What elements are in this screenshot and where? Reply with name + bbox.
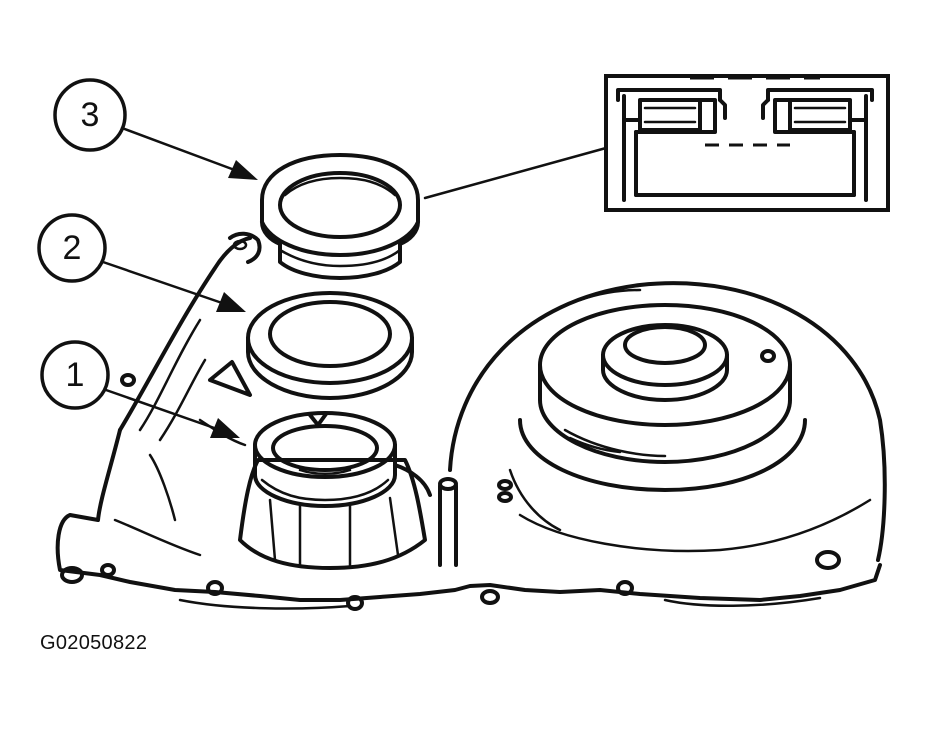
seal-bore-boss — [238, 458, 513, 570]
callout-3-label: 3 — [81, 96, 100, 134]
figure-id: G02050822 — [40, 632, 148, 654]
part-3-seal — [260, 153, 420, 280]
callout-1: 1 — [40, 340, 110, 410]
callout-1-arrow — [104, 388, 240, 438]
callout-3-arrow — [120, 126, 258, 180]
callout-3: 3 — [53, 78, 127, 152]
callout-1-label: 1 — [66, 356, 85, 394]
callout-2-label: 2 — [63, 229, 82, 267]
callout-2-arrow — [101, 260, 246, 312]
inset-leader-line — [423, 146, 608, 200]
seal-cross-section-inset — [604, 74, 890, 212]
differential-housing — [448, 281, 887, 562]
callout-2: 2 — [37, 213, 107, 283]
part-2-ring — [246, 291, 414, 400]
transaxle-case — [55, 231, 882, 611]
part-1-seal-bore — [253, 411, 397, 508]
